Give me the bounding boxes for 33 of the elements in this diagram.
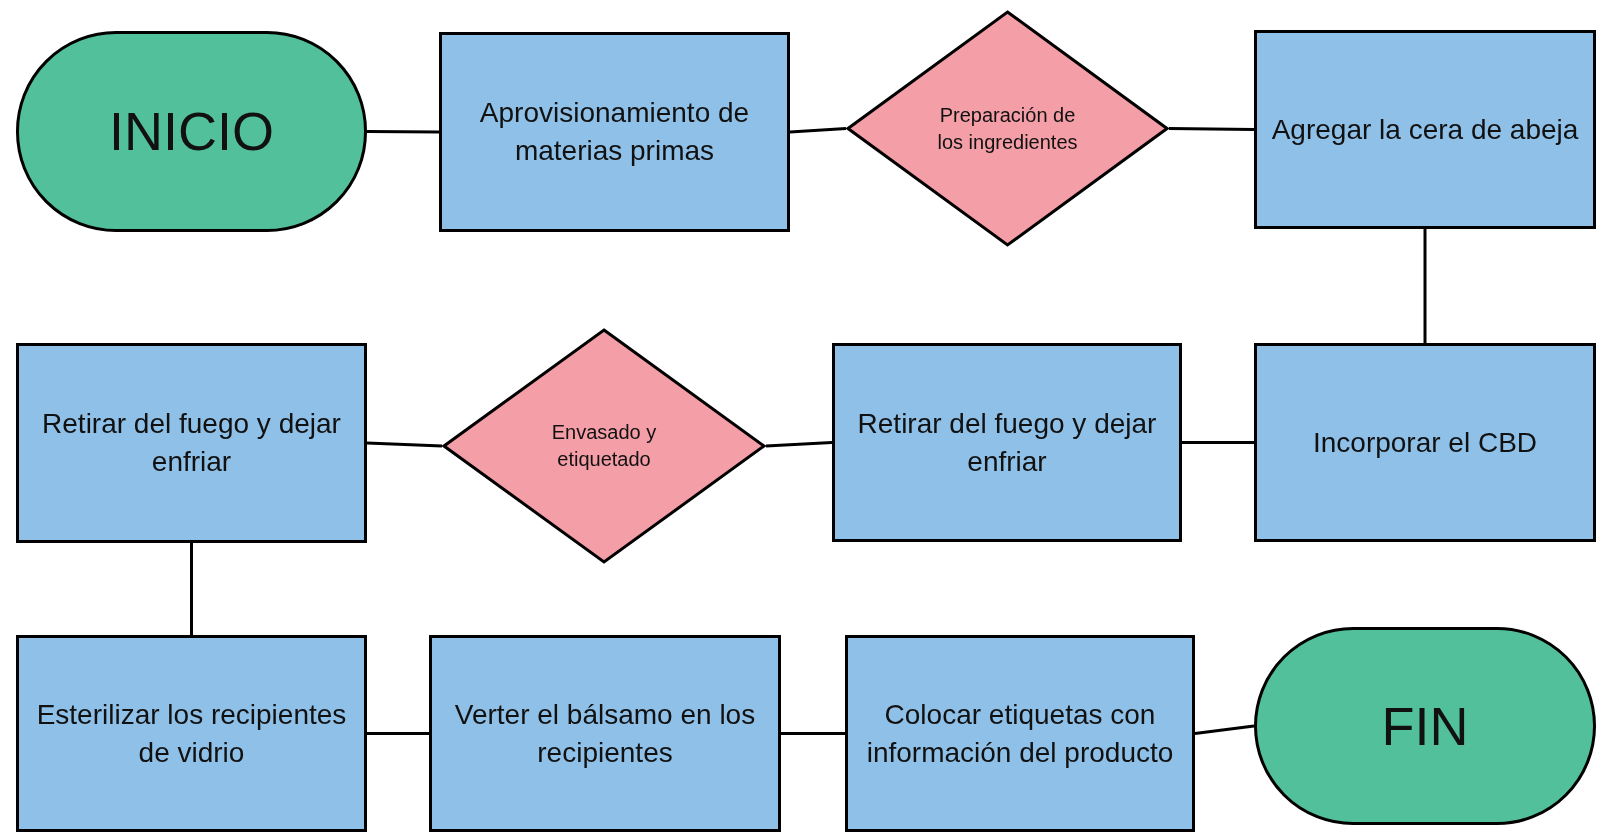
step-label: Agregar la cera de abeja <box>1271 112 1579 147</box>
step-label: Colocar etiquetas con información del producto <box>865 697 1175 770</box>
decision-label: Preparación de los ingredientes <box>936 102 1079 155</box>
connector-line <box>765 441 833 448</box>
connector-line <box>1194 724 1255 735</box>
connector-line <box>1169 127 1254 131</box>
terminal-label: INICIO <box>109 100 274 164</box>
connector-line <box>789 127 847 134</box>
step-label: Aprovisionamiento de materias primas <box>478 96 751 168</box>
decision-label: Envasado y etiquetado <box>550 420 658 472</box>
connector-line <box>367 130 439 134</box>
process-box <box>16 343 367 543</box>
step-label: Verter el bálsamo en los recipientes <box>453 697 757 770</box>
connector-line <box>1423 229 1427 343</box>
connector-line <box>367 732 429 735</box>
decision-diamond <box>442 328 766 564</box>
process-box <box>1254 30 1596 229</box>
connector-line <box>1182 441 1254 444</box>
process-box <box>1254 343 1596 542</box>
process-box <box>16 635 367 832</box>
connector-line <box>781 732 845 735</box>
step-label: Esterilizar los recipientes de vidrio <box>35 697 348 770</box>
connector-line <box>190 543 193 635</box>
process-box <box>845 635 1195 832</box>
process-box <box>439 32 790 232</box>
step-label: Incorporar el CBD <box>1312 425 1538 460</box>
process-box <box>429 635 781 832</box>
connector-line <box>366 441 443 448</box>
decision-diamond <box>846 10 1169 247</box>
step-label: Retirar del fuego y dejar enfriar <box>856 406 1158 479</box>
terminal-label: FIN <box>1381 694 1469 758</box>
process-box <box>832 343 1182 542</box>
step-label: Retirar del fuego y dejar enfriar <box>41 407 342 479</box>
